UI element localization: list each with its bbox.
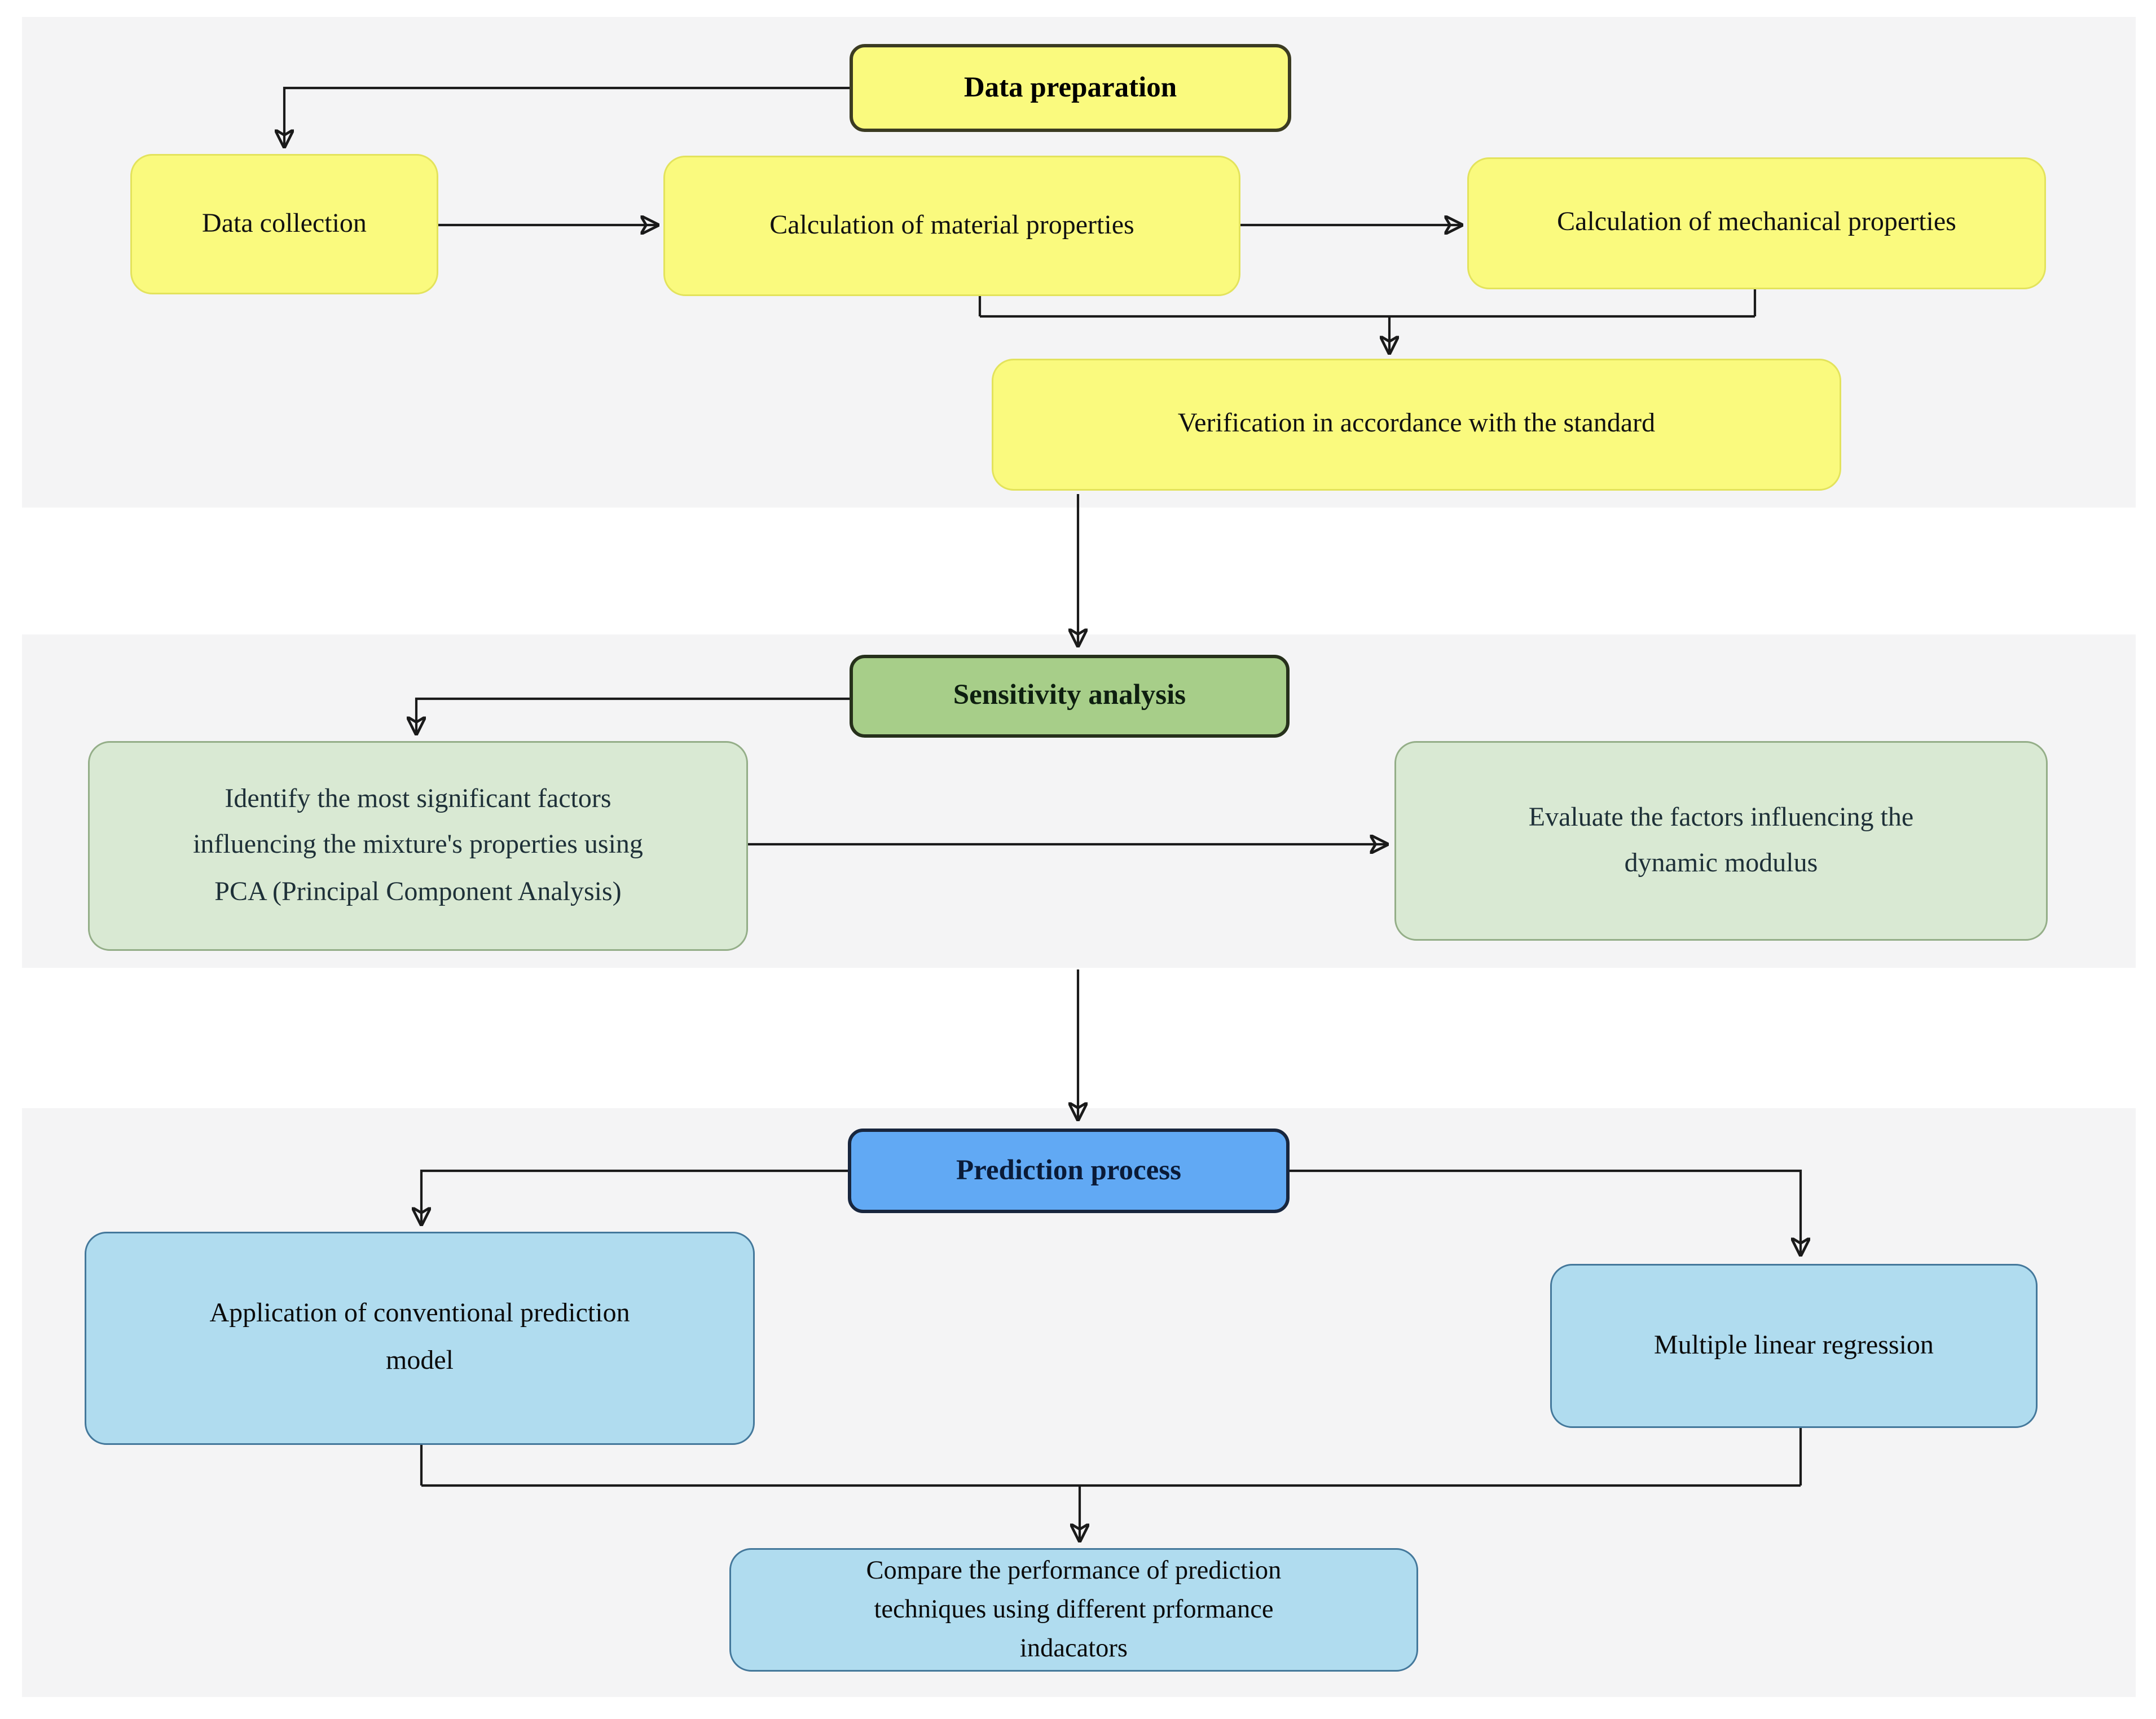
node-application-conventional-model: Application of conventional prediction m… — [85, 1232, 755, 1445]
node-calculation-mechanical-properties: Calculation of mechanical properties — [1467, 157, 2046, 289]
node-data-preparation-header: Data preparation — [850, 44, 1291, 132]
node-calculation-material-properties: Calculation of material properties — [663, 156, 1240, 296]
node-identify-significant-factors-pca: Identify the most significant factors in… — [88, 741, 748, 951]
node-data-collection: Data collection — [130, 154, 438, 294]
node-sensitivity-analysis-header: Sensitivity analysis — [850, 655, 1290, 738]
node-prediction-process-header: Prediction process — [848, 1129, 1290, 1213]
node-verification-standard: Verification in accordance with the stan… — [992, 359, 1841, 491]
node-evaluate-factors-dynamic-modulus: Evaluate the factors influencing the dyn… — [1394, 741, 2048, 941]
node-multiple-linear-regression: Multiple linear regression — [1550, 1264, 2038, 1428]
node-compare-performance-indicators: Compare the performance of prediction te… — [729, 1548, 1418, 1672]
